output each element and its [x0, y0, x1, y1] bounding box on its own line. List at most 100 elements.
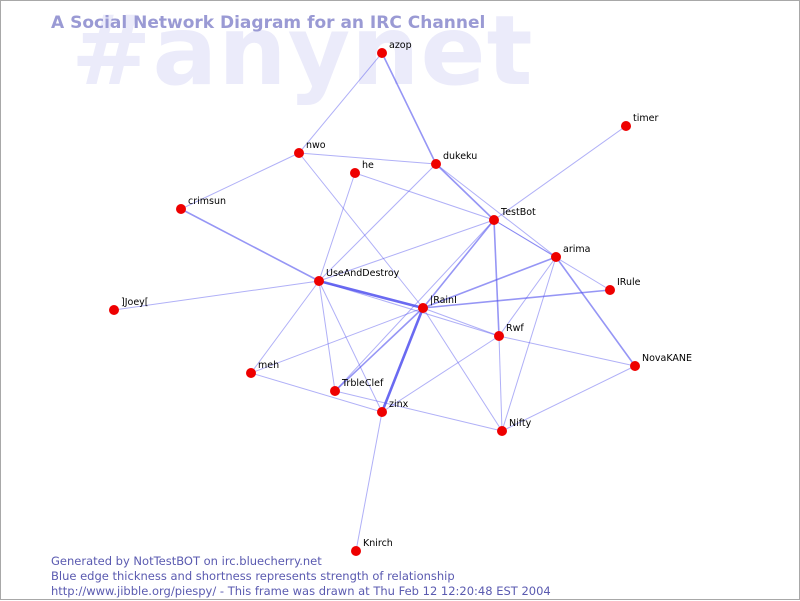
- node-label-IRule: IRule: [617, 277, 641, 288]
- node-azop: azop: [377, 40, 412, 58]
- edge-timer-TestBot: [493, 125, 627, 221]
- node-label-Rwf: Rwf: [506, 323, 524, 334]
- edge-IRainI-TrbleClef: [334, 307, 424, 392]
- footer-legend-note: Blue edge thickness and shortness repres…: [51, 569, 455, 583]
- node-dot-UseAndDestroy: [314, 276, 324, 286]
- node-Nifty: Nifty: [497, 418, 532, 436]
- edge-crimsun-UseAndDestroy: [180, 208, 320, 282]
- node-label-he: he: [362, 160, 374, 171]
- node-label-TrbleClef: TrbleClef: [341, 378, 384, 389]
- edge-TestBot-IRainI: [422, 219, 495, 309]
- node-dot-he: [350, 168, 360, 178]
- edge-he-TestBot: [354, 172, 495, 221]
- edge-IRainI-Rwf: [422, 307, 500, 337]
- node-label-IRainI: |RainI: [430, 295, 457, 306]
- edge-Rwf-zinx: [381, 335, 500, 413]
- node-dot-arima: [551, 252, 561, 262]
- edge-azop-dukeku: [381, 52, 437, 165]
- node-meh: meh: [246, 360, 279, 378]
- node-label-Nifty: Nifty: [509, 418, 532, 429]
- node-UseAndDestroy: UseAndDestroy: [314, 268, 400, 286]
- node-timer: timer: [621, 113, 658, 131]
- node-nwo: nwo: [294, 140, 326, 158]
- node-label-nwo: nwo: [306, 140, 326, 151]
- node-label-UseAndDestroy: UseAndDestroy: [326, 268, 400, 279]
- node-label-crimsun: crimsun: [188, 196, 226, 207]
- edge-arima-NovaKANE: [555, 256, 636, 367]
- node-dot-NovaKANE: [630, 361, 640, 371]
- edge-arima-Nifty: [501, 256, 557, 432]
- edge-IRainI-IRule: [422, 289, 611, 309]
- footer-generated-by: Generated by NotTestBOT on irc.bluecherr…: [51, 554, 322, 568]
- node-dot-meh: [246, 368, 256, 378]
- edge-IRainI-Nifty: [422, 307, 503, 432]
- node-TestBot: TestBot: [489, 207, 536, 225]
- node-dot-azop: [377, 48, 387, 58]
- edge-nwo-IRainI: [298, 152, 424, 309]
- edge-dukeku-arima: [435, 163, 557, 258]
- edge-IRainI-zinx: [380, 306, 425, 414]
- edge-TrbleClef-Nifty: [334, 390, 503, 432]
- node-Knirch: Knirch: [351, 538, 393, 556]
- node-dukeku: dukeku: [431, 151, 477, 169]
- edge-UseAndDestroy-TrbleClef: [318, 280, 336, 392]
- footer: Generated by NotTestBOT on irc.bluecherr…: [51, 554, 551, 599]
- node-dot-timer: [621, 121, 631, 131]
- node-dot-crimsun: [176, 204, 186, 214]
- node-NovaKANE: NovaKANE: [630, 353, 692, 371]
- node-dot-IRule: [605, 285, 615, 295]
- node-dot-zinx: [377, 407, 387, 417]
- edge-dukeku-UseAndDestroy: [318, 163, 437, 282]
- edge-UseAndDestroy-IRainI: [317, 279, 425, 310]
- node-dot-Knirch: [351, 546, 361, 556]
- node-zinx: zinx: [377, 399, 409, 417]
- node-dot-TestBot: [489, 215, 499, 225]
- node-dot-dukeku: [431, 159, 441, 169]
- node-label-zinx: zinx: [389, 399, 409, 410]
- diagram-title: A Social Network Diagram for an IRC Chan…: [51, 13, 486, 33]
- node-label-arima: arima: [563, 244, 590, 255]
- edge-nwo-crimsun: [180, 152, 300, 210]
- edge-UseAndDestroy-Jloey: [113, 280, 320, 311]
- edge-TestBot-UseAndDestroy: [318, 219, 495, 282]
- node-label-TestBot: TestBot: [500, 207, 536, 218]
- node-TrbleClef: TrbleClef: [330, 378, 384, 396]
- edge-TestBot-Rwf: [493, 219, 500, 337]
- node-label-Knirch: Knirch: [363, 538, 393, 549]
- edge-UseAndDestroy-meh: [250, 280, 320, 374]
- edge-arima-IRainI: [422, 256, 557, 309]
- edge-UseAndDestroy-Rwf: [318, 280, 500, 337]
- node-he: he: [350, 160, 374, 178]
- node-dot-nwo: [294, 148, 304, 158]
- edge-arima-Rwf: [498, 256, 557, 337]
- edge-Rwf-NovaKANE: [498, 335, 636, 367]
- edge-TestBot-arima: [493, 219, 557, 258]
- edge-dukeku-TestBot: [435, 163, 495, 221]
- node-Jloey: ]Joey[: [109, 297, 149, 315]
- edge-he-UseAndDestroy: [318, 172, 356, 282]
- node-Rwf: Rwf: [494, 323, 524, 341]
- node-IRule: IRule: [605, 277, 641, 295]
- node-dot-TrbleClef: [330, 386, 340, 396]
- edge-zinx-Knirch: [355, 411, 383, 552]
- node-label-NovaKANE: NovaKANE: [642, 353, 692, 364]
- node-label-timer: timer: [633, 113, 658, 124]
- channel-watermark: #anynet: [71, 0, 534, 107]
- edge-UseAndDestroy-zinx: [318, 280, 383, 413]
- node-label-dukeku: dukeku: [443, 151, 477, 162]
- node-label-meh: meh: [258, 360, 279, 371]
- node-dot-Rwf: [494, 331, 504, 341]
- edge-nwo-dukeku: [298, 152, 437, 165]
- node-dot-Jloey: [109, 305, 119, 315]
- node-label-azop: azop: [389, 40, 412, 51]
- edge-layer: [113, 52, 636, 552]
- node-label-Jloey: ]Joey[: [121, 297, 149, 308]
- edge-Rwf-Nifty: [498, 335, 503, 432]
- edge-NovaKANE-Nifty: [501, 365, 636, 432]
- edge-IRainI-meh: [250, 307, 424, 374]
- node-arima: arima: [551, 244, 590, 262]
- edge-azop-nwo: [298, 52, 383, 154]
